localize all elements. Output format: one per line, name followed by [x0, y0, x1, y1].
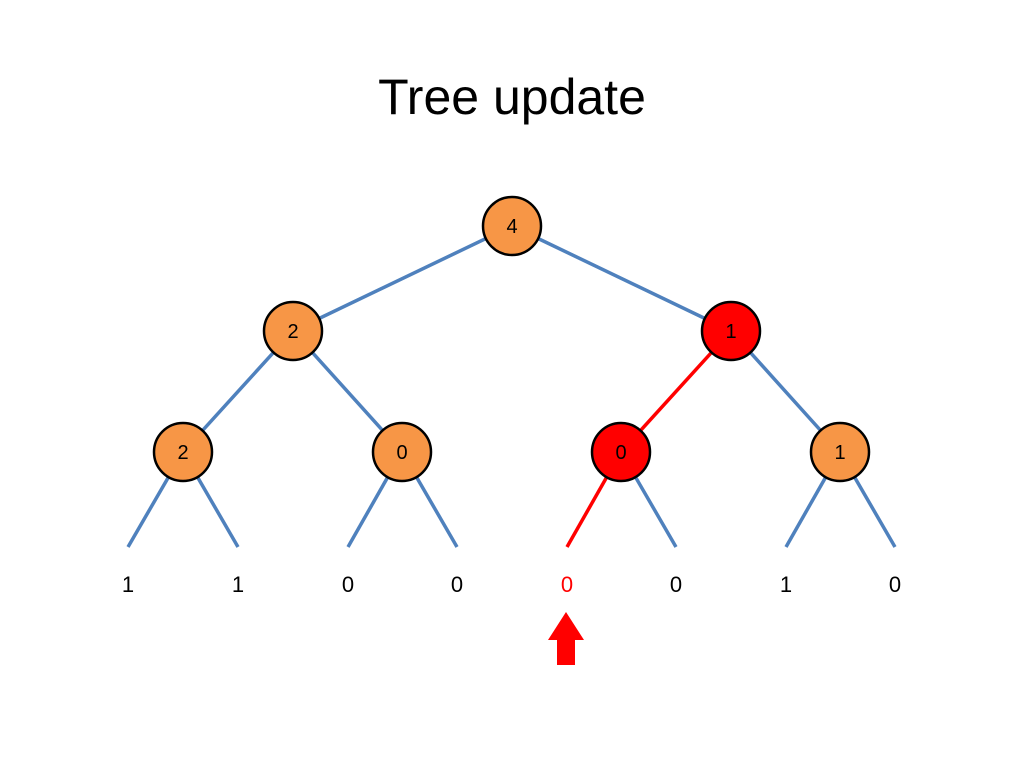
tree-node-level2-4: 1 — [809, 421, 871, 483]
node-value: 1 — [725, 321, 736, 343]
node-value: 0 — [615, 442, 626, 464]
leaf-value-2: 1 — [231, 572, 245, 597]
slide-title: Tree update — [378, 69, 646, 125]
node-circle — [700, 300, 762, 362]
edge-root-left — [292, 224, 513, 333]
tree-node-level2-3: 0 — [590, 421, 652, 483]
update-arrow-icon — [548, 612, 584, 665]
node-circle — [590, 421, 652, 483]
tree-node-level1-left: 2 — [262, 300, 324, 362]
leaf-value-5: 0 — [560, 572, 574, 597]
node-value: 2 — [287, 321, 298, 343]
node-circle — [371, 421, 433, 483]
tree-node-root: 4 — [481, 195, 543, 257]
tree-node-level2-2: 0 — [371, 421, 433, 483]
leaf-value-3: 0 — [341, 572, 355, 597]
node-circle — [262, 300, 324, 362]
leaf-value-6: 0 — [669, 572, 683, 597]
leaf-value-1: 1 — [121, 572, 135, 597]
node-circle — [152, 421, 214, 483]
leaf-value-7: 1 — [779, 572, 793, 597]
tree-node-level2-1: 2 — [152, 421, 214, 483]
leaf-value-8: 0 — [888, 572, 902, 597]
node-value: 1 — [834, 442, 845, 464]
node-value: 4 — [506, 216, 517, 238]
leaf-value-4: 0 — [450, 572, 464, 597]
edge-root-right — [511, 224, 732, 333]
tree-node-level1-right: 1 — [700, 300, 762, 362]
node-value: 2 — [177, 442, 188, 464]
node-value: 0 — [396, 442, 407, 464]
node-circle — [809, 421, 871, 483]
node-circle — [481, 195, 543, 257]
